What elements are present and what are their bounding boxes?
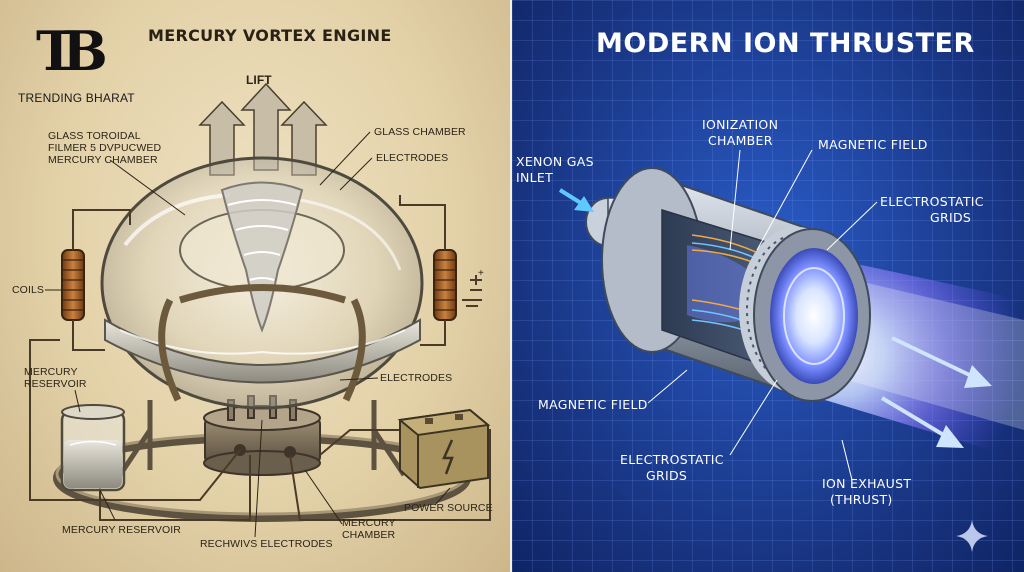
coil-right	[434, 250, 456, 320]
label-electrostatic-top-line1: ELECTROSTATIC	[880, 194, 984, 209]
left-panel-title: MERCURY VORTEX ENGINE	[148, 26, 392, 45]
brand-name: TRENDING BHARAT	[18, 91, 135, 105]
mercury-vortex-panel: TB TRENDING BHARAT MERCURY VORTEX ENGINE…	[0, 0, 510, 572]
label-electrostatic-bottom-line2: GRIDS	[646, 468, 687, 483]
label-electrodes-right: ELECTRODES	[380, 372, 452, 384]
label-mercury-reservoir-top-line2: RESERVOIR	[24, 378, 87, 390]
sparkle-icon	[956, 520, 988, 552]
label-glass-chamber: GLASS CHAMBER	[374, 126, 466, 138]
label-mercury-chamber-line2: CHAMBER	[342, 529, 395, 541]
coil-left	[62, 250, 84, 320]
label-power-source: POWER SOURCE	[404, 502, 493, 514]
label-lift: LIFT	[246, 73, 272, 87]
label-magnetic-field-top: MAGNETIC FIELD	[818, 137, 928, 152]
mercury-reservoir-jar	[62, 405, 124, 490]
label-ion-exhaust-line1: ION EXHAUST	[822, 476, 911, 491]
label-electrodes-top: ELECTRODES	[376, 152, 448, 164]
battery-plus-symbol: +	[478, 268, 484, 279]
right-panel-title: MODERN ION THRUSTER	[596, 28, 975, 59]
label-xenon-gas-line1: XENON GAS	[516, 154, 594, 169]
label-rechwivs-electrodes: RECHWIVS ELECTRODES	[200, 538, 333, 550]
label-magnetic-field-left: MAGNETIC FIELD	[538, 397, 648, 412]
ion-thruster-panel: XENON GAS INLET IONIZATION CHAMBER MAGNE…	[512, 0, 1024, 572]
label-glass-toroidal-line1: GLASS TOROIDAL	[48, 130, 141, 142]
label-ionization-line2: CHAMBER	[708, 133, 773, 148]
label-mercury-reservoir-bottom: MERCURY RESERVOIR	[62, 524, 181, 536]
label-mercury-chamber-line1: MERCURY	[342, 517, 396, 529]
thruster-body	[586, 168, 870, 401]
xenon-inlet-arrow	[560, 190, 594, 212]
label-glass-toroidal-line2: FILMER 5 DVPUCWED	[48, 142, 161, 154]
label-electrostatic-bottom-line1: ELECTROSTATIC	[620, 452, 724, 467]
label-mercury-reservoir-top-line1: MERCURY	[24, 366, 78, 378]
label-electrostatic-top-line2: GRIDS	[930, 210, 971, 225]
label-coils: COILS	[12, 284, 44, 296]
power-source-battery	[400, 410, 488, 488]
trending-bharat-logo: TB	[36, 24, 94, 78]
label-ionization-line1: IONIZATION	[702, 117, 778, 132]
label-ion-exhaust-line2: (THRUST)	[830, 492, 893, 507]
label-xenon-gas-line2: INLET	[516, 170, 553, 185]
ion-thruster-illustration	[512, 0, 1024, 572]
label-glass-toroidal-line3: MERCURY CHAMBER	[48, 154, 158, 166]
